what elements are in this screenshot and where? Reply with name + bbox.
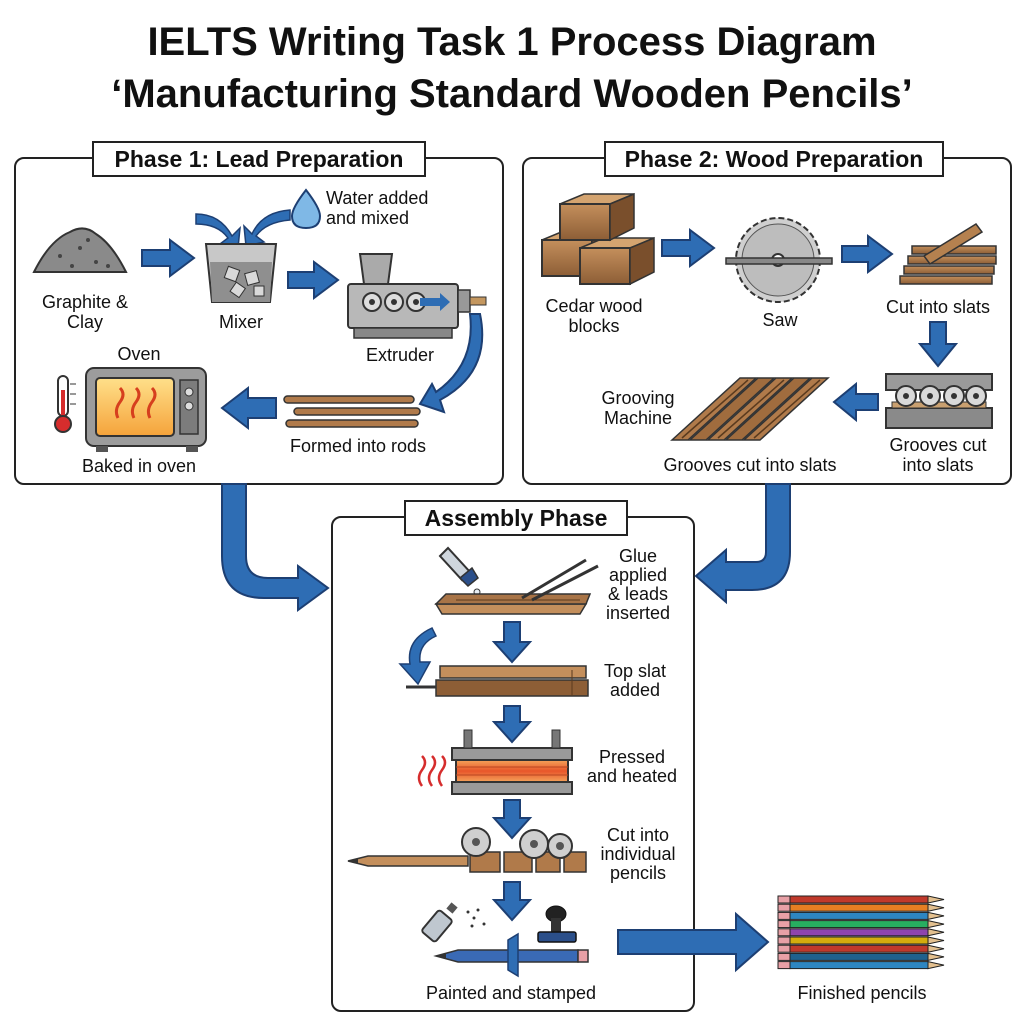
curved-arrow-top-slat bbox=[398, 627, 438, 686]
label-grooving-machine: Grooving Machine bbox=[601, 388, 675, 428]
water-drop-icon bbox=[290, 188, 322, 230]
label-grooves-cut-slats-right: Grooves cut into slats bbox=[889, 435, 987, 475]
phase1-title: Phase 1: Lead Preparation bbox=[92, 141, 426, 177]
arrow-saw-to-slats bbox=[841, 234, 894, 274]
grooving-machine-icon bbox=[885, 373, 993, 429]
wood-slats-icon bbox=[899, 223, 997, 285]
extruder-icon bbox=[347, 253, 487, 339]
label-oven: Oven bbox=[117, 344, 161, 364]
top-slat-icon bbox=[406, 665, 589, 697]
arrow-blocks-to-saw bbox=[661, 228, 716, 268]
connector-arrow-phase1 bbox=[221, 483, 330, 612]
oven-icon bbox=[85, 367, 207, 452]
label-painted-stamped: Painted and stamped bbox=[425, 983, 597, 1003]
label-cut-pencils: Cut into individual pencils bbox=[600, 825, 676, 883]
label-finished-pencils: Finished pencils bbox=[797, 983, 927, 1003]
arrow-assembly-4 bbox=[491, 881, 533, 922]
diagram-title-line1: IELTS Writing Task 1 Process Diagram bbox=[147, 20, 877, 64]
label-cut-into-slats: Cut into slats bbox=[885, 297, 991, 317]
label-saw: Saw bbox=[762, 310, 798, 330]
label-grooves-cut-slats-left: Grooves cut into slats bbox=[663, 455, 837, 475]
diagram-title-line2: ‘Manufacturing Standard Wooden Pencils’ bbox=[111, 72, 913, 116]
thermometer-icon bbox=[54, 375, 76, 433]
painted-pencil-icon bbox=[433, 932, 589, 978]
label-extruder: Extruder bbox=[365, 345, 435, 365]
label-top-slat: Top slat added bbox=[603, 661, 667, 700]
label-graphite-clay: Graphite & Clay bbox=[41, 292, 129, 332]
curved-arrow-extruder-to-rods bbox=[418, 313, 484, 414]
cedar-blocks-icon bbox=[541, 192, 655, 286]
label-glue-applied: Glue applied & leads inserted bbox=[605, 546, 671, 623]
arrow-mixer-to-extruder bbox=[287, 260, 340, 300]
heat-waves-icon bbox=[417, 755, 447, 787]
arrow-assembly-2 bbox=[491, 705, 533, 744]
label-baked-in-oven: Baked in oven bbox=[81, 456, 197, 476]
glued-slat-icon bbox=[434, 558, 599, 615]
label-water-added: Water added and mixed bbox=[326, 188, 429, 228]
arrow-assembly-1 bbox=[491, 621, 533, 664]
grooved-slats-icon bbox=[670, 377, 830, 441]
mixer-input-arrows-icon bbox=[195, 209, 291, 249]
arrow-graphite-to-mixer bbox=[141, 238, 196, 278]
arrow-grooving-to-slats bbox=[832, 381, 879, 423]
arrow-assembly-3 bbox=[491, 799, 533, 840]
press-icon bbox=[451, 729, 573, 795]
graphite-clay-icon bbox=[32, 227, 128, 273]
cutting-icon bbox=[347, 827, 587, 873]
assembly-title: Assembly Phase bbox=[404, 500, 628, 536]
stamp-icon bbox=[537, 905, 577, 943]
phase2-title: Phase 2: Wood Preparation bbox=[604, 141, 944, 177]
finished-pencils-icon bbox=[777, 895, 945, 970]
arrow-slats-to-grooving bbox=[917, 321, 959, 368]
label-mixer: Mixer bbox=[219, 312, 263, 332]
lead-rods-icon bbox=[283, 395, 421, 428]
connector-arrow-phase2 bbox=[694, 483, 791, 605]
arrow-to-finished bbox=[617, 911, 770, 973]
saw-icon bbox=[725, 217, 833, 303]
mixer-icon bbox=[204, 243, 278, 303]
label-formed-rods: Formed into rods bbox=[289, 436, 427, 456]
label-pressed-heated: Pressed and heated bbox=[586, 747, 678, 786]
spray-can-icon bbox=[421, 902, 486, 943]
label-cedar-blocks: Cedar wood blocks bbox=[545, 296, 643, 336]
glue-bottle-icon bbox=[438, 546, 481, 596]
arrow-rods-to-oven bbox=[220, 385, 277, 431]
